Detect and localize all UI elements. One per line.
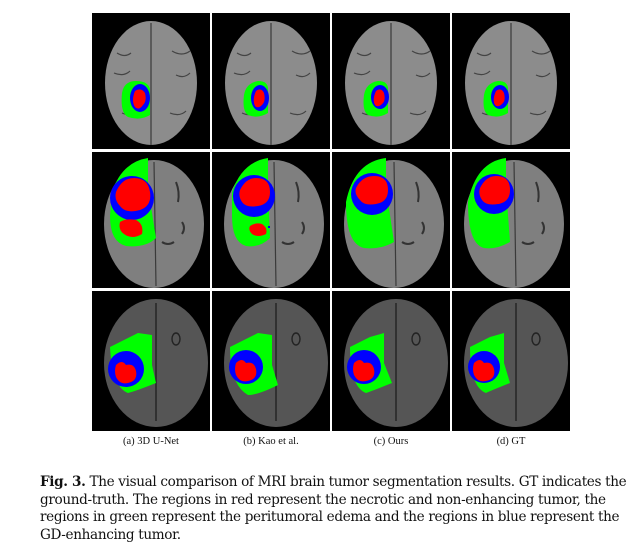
mri-panel-ours-row3: [332, 291, 450, 431]
column-label-kao: (b) Kao et al.: [243, 436, 299, 447]
figure-row-2: [92, 152, 572, 288]
column-label-ours: (c) Ours: [373, 436, 409, 447]
figure-row-1: [92, 13, 572, 149]
mri-panel-3d-unet-row2: [92, 152, 210, 288]
mri-panel-ours-row1: [332, 13, 450, 149]
figure-row-3: [92, 291, 572, 431]
column-label-3d-unet: (a) 3D U-Net: [123, 436, 179, 447]
mri-panel-kao-row3: [212, 291, 330, 431]
mri-panel-kao-row2: [212, 152, 330, 288]
column-labels: (a) 3D U-Net (b) Kao et al. (c) Ours (d)…: [92, 436, 572, 447]
mri-panel-gt-row3: [452, 291, 570, 431]
mri-panel-3d-unet-row3: [92, 291, 210, 431]
mri-panel-ours-row2: [332, 152, 450, 288]
figure-number: Fig. 3.: [40, 474, 86, 490]
mri-panel-gt-row2: [452, 152, 570, 288]
mri-panel-kao-row1: [212, 13, 330, 149]
figure-caption: Fig. 3. The visual comparison of MRI bra…: [40, 474, 634, 544]
mri-panel-gt-row1: [452, 13, 570, 149]
column-label-gt: (d) GT: [496, 436, 526, 447]
mri-panel-3d-unet-row1: [92, 13, 210, 149]
caption-text: The visual comparison of MRI brain tumor…: [40, 474, 627, 543]
figure-image-grid: [92, 13, 572, 434]
